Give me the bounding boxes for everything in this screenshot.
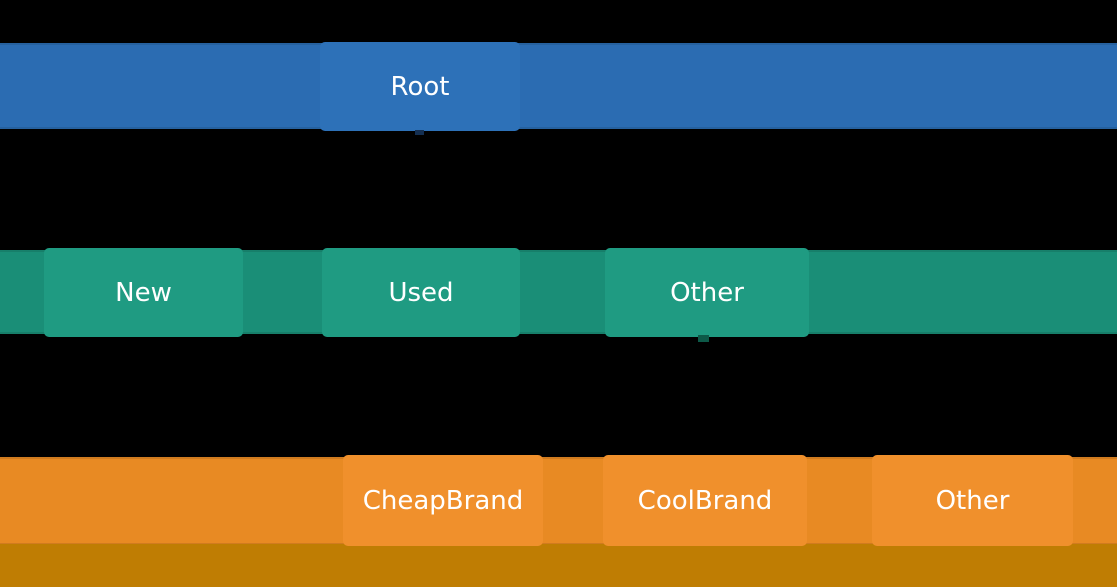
level-root-band bbox=[0, 43, 1117, 129]
connector-stub bbox=[415, 130, 424, 135]
tree-node-1-used[interactable]: Used bbox=[322, 248, 520, 337]
tree-node-2-coolbrand[interactable]: CoolBrand bbox=[603, 455, 807, 546]
tree-node-2-other[interactable]: Other bbox=[872, 455, 1073, 546]
tree-node-2-cheapbrand[interactable]: CheapBrand bbox=[343, 455, 543, 546]
tree-node-1-other[interactable]: Other bbox=[605, 248, 809, 337]
connector-stub bbox=[698, 335, 709, 342]
tree-node-1-new[interactable]: New bbox=[44, 248, 243, 337]
tree-node-0-root[interactable]: Root bbox=[320, 42, 520, 131]
next-level-edge-band bbox=[0, 544, 1117, 587]
